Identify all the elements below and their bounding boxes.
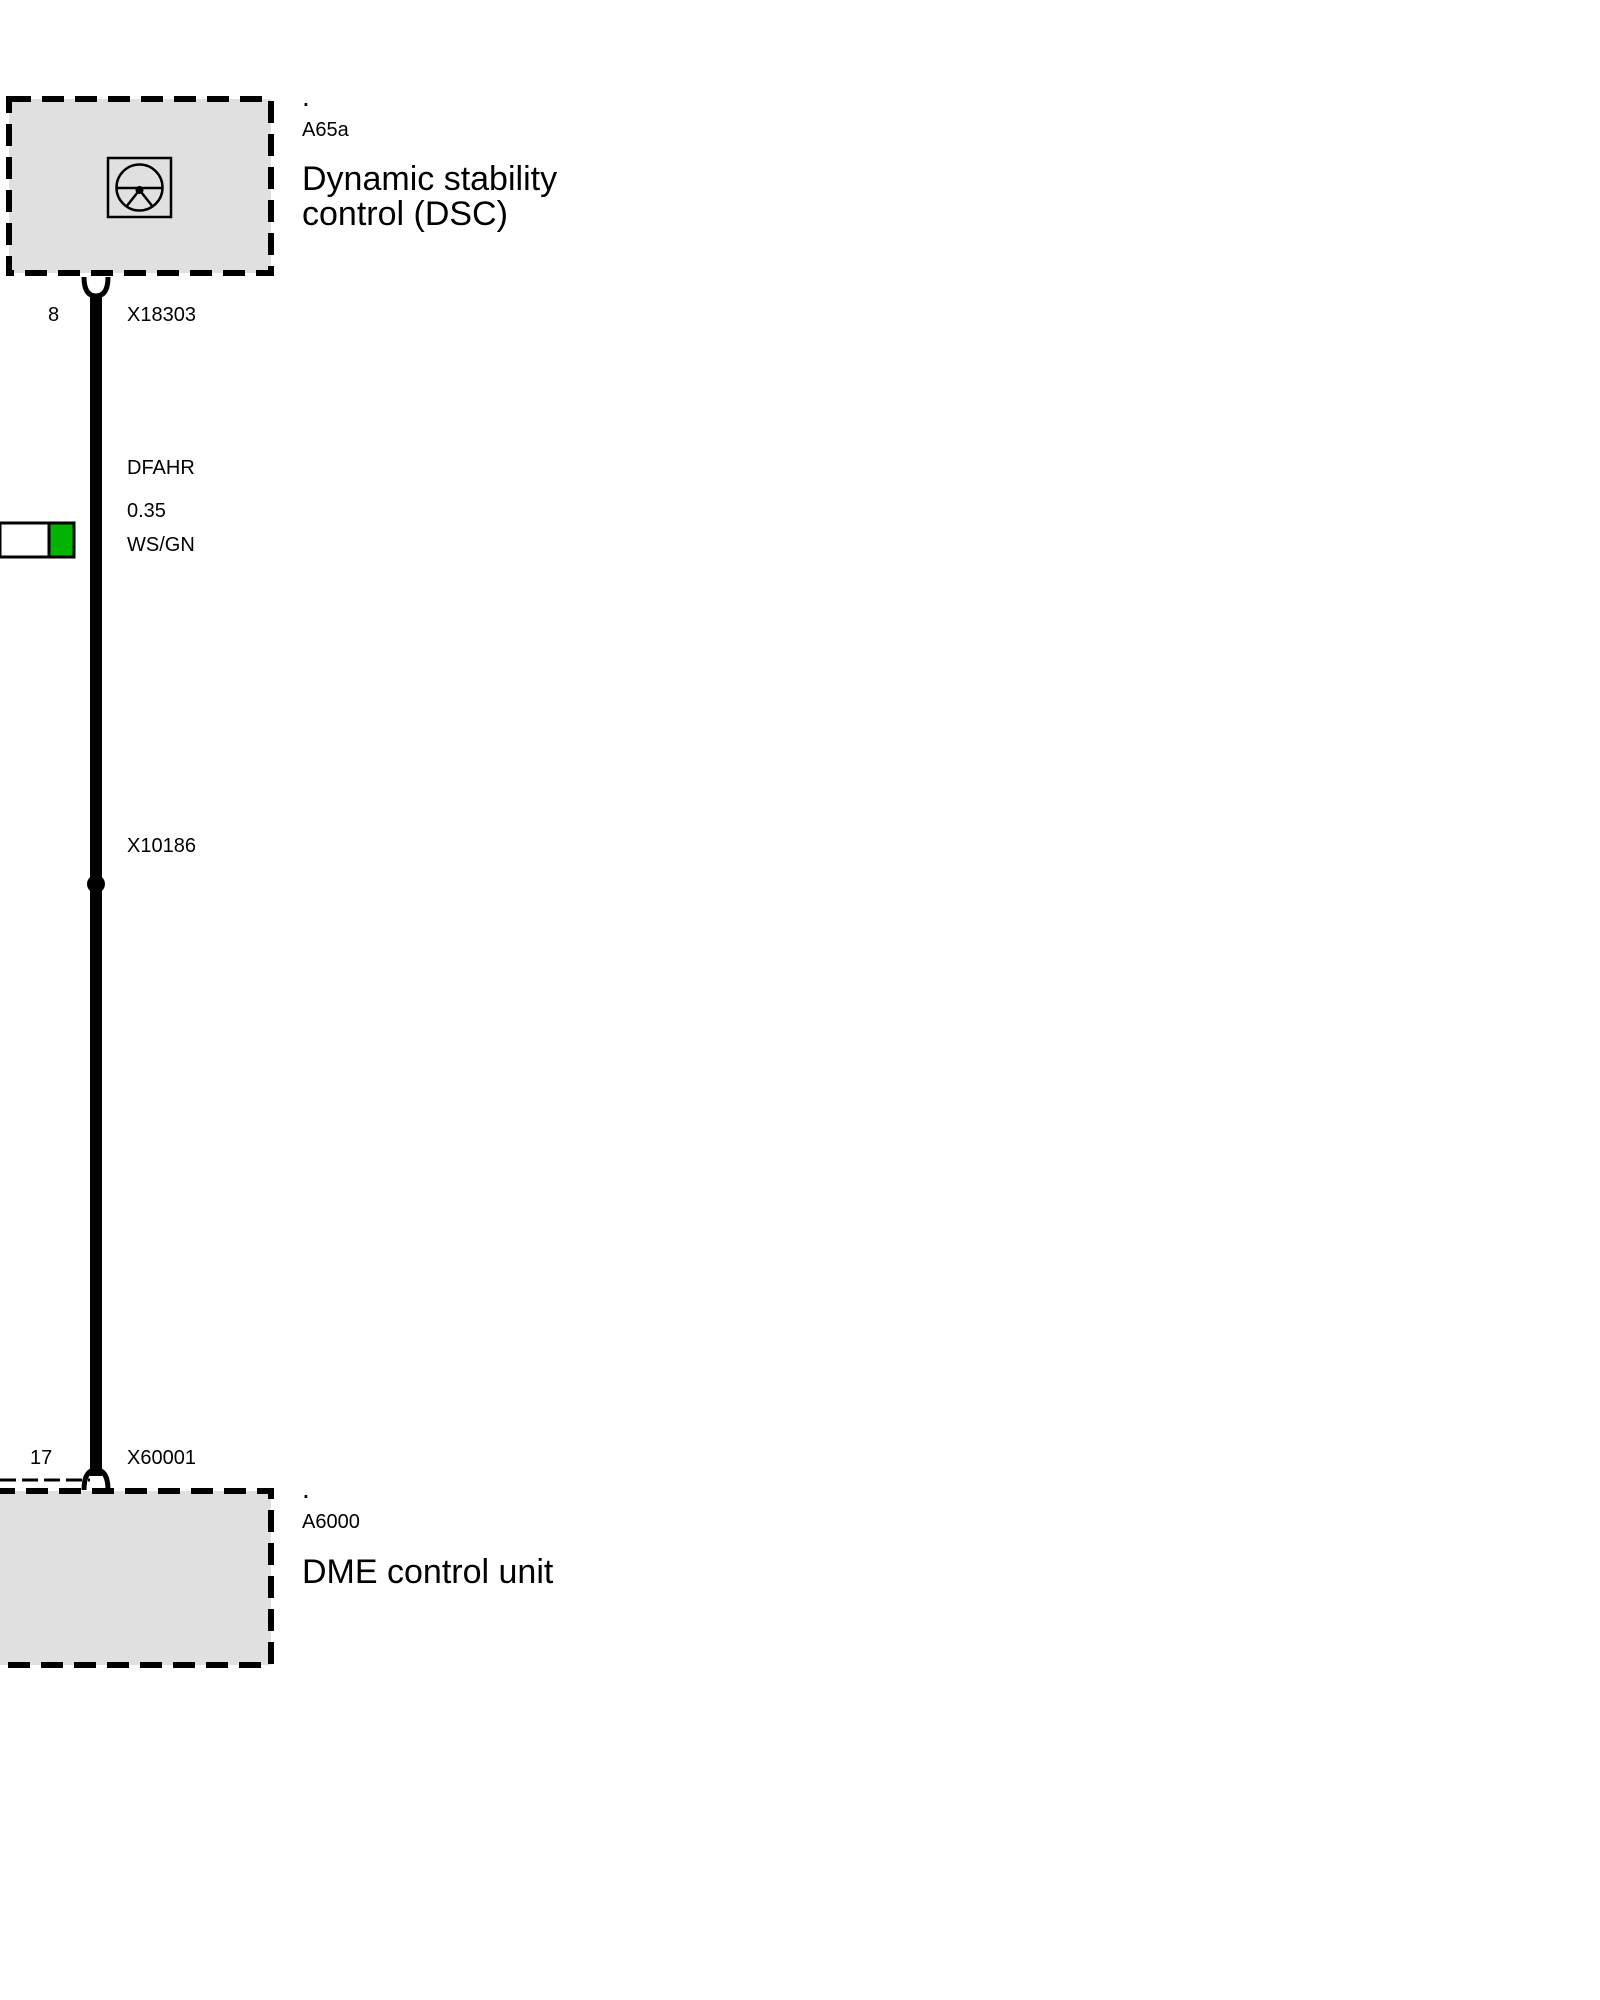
wire-color-code: WS/GN: [127, 534, 195, 556]
wire-color-secondary: [47, 521, 76, 559]
dsc-module[interactable]: [6, 96, 274, 276]
dme-pin-number: 17: [30, 1447, 52, 1469]
wire-color-primary: [0, 521, 51, 559]
dme-connector-id: X60001: [127, 1447, 196, 1469]
dsc-dot: .: [302, 81, 310, 112]
dme-name: DME control unit: [302, 1553, 554, 1591]
dme-component-id: A6000: [302, 1511, 360, 1533]
dsc-component-id: A65a: [302, 119, 350, 141]
wire-signal-name: DFAHR: [127, 457, 195, 479]
dsc-pin-number: 8: [48, 304, 59, 326]
splice-point[interactable]: [87, 875, 105, 893]
dme-dot: .: [302, 1473, 310, 1504]
dsc-name-line2: control (DSC): [302, 195, 508, 233]
wire-gauge: 0.35: [127, 500, 166, 522]
dsc-connector-terminal: [81, 276, 111, 299]
wire-color-swatch: [0, 521, 76, 559]
dme-module-box[interactable]: [0, 1488, 274, 1668]
dsc-name-line1: Dynamic stability: [302, 160, 557, 198]
dsc-connector-id: X18303: [127, 304, 196, 326]
dsc-module-box[interactable]: [6, 96, 274, 276]
splice-connector-id: X10186: [127, 835, 196, 857]
dme-connector-terminal: [81, 1467, 111, 1491]
steering-wheel-icon: [106, 156, 173, 219]
